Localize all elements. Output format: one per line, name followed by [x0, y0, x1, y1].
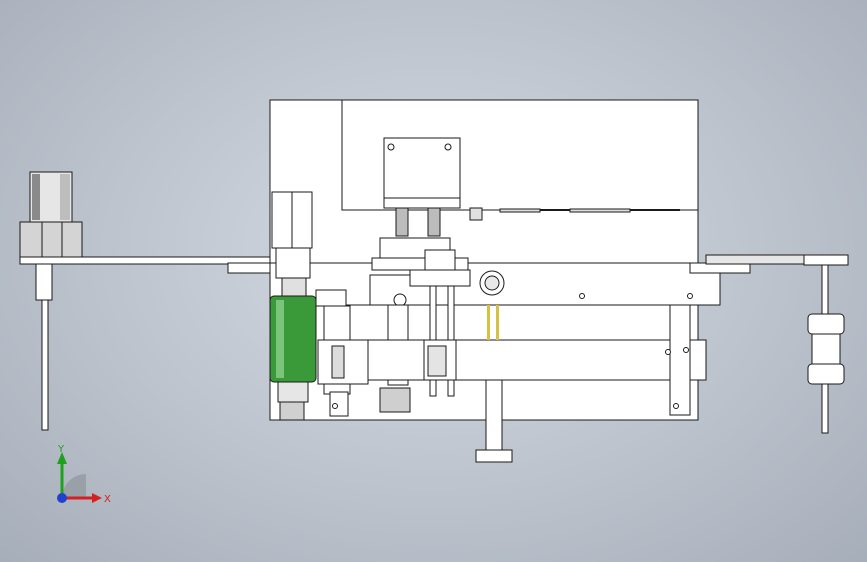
support-foot[interactable]	[475, 379, 513, 463]
x-axis-arrowhead	[92, 493, 102, 503]
triad-plane-indicator	[62, 474, 86, 498]
x-axis-label: X	[104, 494, 111, 505]
mounting-holes	[332, 293, 693, 409]
horizontal-slide-rail[interactable]	[423, 304, 707, 416]
z-axis-dot	[57, 493, 67, 503]
coordinate-triad: Y X	[57, 444, 111, 505]
guide-rods[interactable]	[487, 305, 499, 340]
vertical-motor-with-cylinder[interactable]	[269, 191, 317, 421]
y-axis-label: Y	[57, 444, 65, 455]
left-motor-assembly[interactable]	[19, 171, 271, 431]
y-axis-arrowhead	[57, 452, 67, 464]
right-shaft-assembly[interactable]	[803, 254, 849, 434]
adjustment-knob[interactable]	[479, 270, 505, 296]
